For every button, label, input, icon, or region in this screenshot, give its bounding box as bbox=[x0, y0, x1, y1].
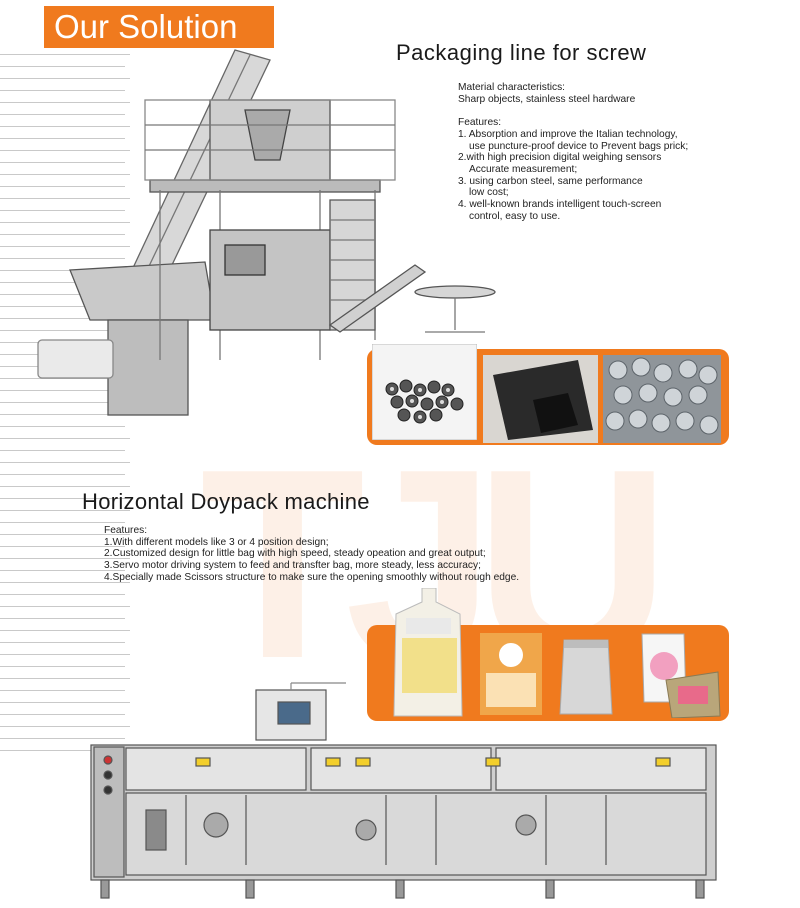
decorative-rule-line bbox=[0, 558, 130, 559]
material-text: Sharp objects, stainless steel hardware bbox=[458, 93, 636, 105]
section-banner: Our Solution bbox=[44, 6, 274, 48]
decorative-rule-line bbox=[0, 654, 130, 655]
feature-1-line-1: 1. Absorption and improve the Italian te… bbox=[458, 128, 678, 140]
decorative-rule-line bbox=[0, 534, 130, 535]
decorative-rule-line bbox=[0, 738, 125, 739]
decorative-rule-line bbox=[0, 66, 125, 67]
decorative-rule-line bbox=[0, 186, 125, 187]
decorative-rule-line bbox=[0, 90, 125, 91]
decorative-rule-line bbox=[0, 198, 130, 199]
bolts-pile-photo bbox=[603, 355, 721, 443]
decorative-rule-line bbox=[0, 54, 130, 55]
decorative-rule-line bbox=[0, 486, 130, 487]
screw-bag-photo bbox=[372, 344, 477, 440]
decorative-rule-line bbox=[0, 522, 125, 523]
decorative-rule-line bbox=[0, 666, 125, 667]
decorative-rule-line bbox=[0, 234, 125, 235]
decorative-rule-line bbox=[0, 138, 125, 139]
decorative-rule-line bbox=[0, 678, 130, 679]
decorative-rule-line bbox=[0, 150, 130, 151]
decorative-rule-line bbox=[0, 282, 125, 283]
feature-3-line-1: 3. using carbon steel, same performance bbox=[458, 175, 643, 187]
decorative-rule-line bbox=[0, 474, 125, 475]
decorative-rule-line bbox=[0, 462, 130, 463]
features-heading-2: Features: bbox=[104, 525, 148, 536]
screw-packaging-line-image bbox=[37, 49, 496, 416]
feature-2-line-2: Accurate measurement; bbox=[469, 163, 578, 175]
feature-3-line-2: low cost; bbox=[469, 187, 509, 199]
decorative-rule-line bbox=[0, 270, 130, 271]
doypack-feature-2: 2.Customized design for little bag with … bbox=[104, 548, 486, 560]
food-pouch-photo bbox=[641, 633, 721, 718]
decorative-rule-line bbox=[0, 618, 125, 619]
decorative-rule-line bbox=[0, 414, 130, 415]
decorative-rule-line bbox=[0, 594, 125, 595]
section-title-doypack: Horizontal Doypack machine bbox=[82, 489, 370, 514]
doypack-feature-3: 3.Servo motor driving system to feed and… bbox=[104, 560, 481, 572]
decorative-rule-line bbox=[0, 162, 125, 163]
decorative-rule-line bbox=[0, 174, 130, 175]
feature-1-line-2: use puncture-proof device to Prevent bag… bbox=[469, 140, 689, 152]
feature-4-line-1: 4. well-known brands intelligent touch-s… bbox=[458, 199, 662, 211]
decorative-rule-line bbox=[0, 318, 130, 319]
spout-pouch-photo bbox=[393, 588, 463, 717]
decorative-rule-line bbox=[0, 114, 125, 115]
decorative-rule-line bbox=[0, 402, 125, 403]
decorative-rule-line bbox=[0, 702, 130, 703]
decorative-rule-line bbox=[0, 546, 125, 547]
decorative-rule-line bbox=[0, 642, 125, 643]
decorative-rule-line bbox=[0, 222, 130, 223]
decorative-rule-line bbox=[0, 714, 125, 715]
section-title-screw-line: Packaging line for screw bbox=[396, 40, 647, 65]
doypack-machine-image bbox=[90, 682, 717, 899]
printed-bag-photo bbox=[480, 633, 542, 715]
decorative-rule-line bbox=[0, 246, 130, 247]
decorative-rule-line bbox=[0, 498, 125, 499]
steel-mesh-photo bbox=[483, 355, 598, 443]
decorative-rule-line bbox=[0, 450, 125, 451]
decorative-rule-line bbox=[0, 258, 125, 259]
decorative-rule-line bbox=[0, 726, 130, 727]
decorative-rule-line bbox=[0, 306, 125, 307]
material-heading: Material characteristics: bbox=[458, 82, 565, 93]
decorative-rule-line bbox=[0, 690, 125, 691]
decorative-rule-line bbox=[0, 510, 130, 511]
decorative-rule-line bbox=[0, 426, 125, 427]
decorative-rule-line bbox=[0, 570, 125, 571]
decorative-rule-line bbox=[0, 294, 130, 295]
doypack-feature-4: 4.Specially made Scissors structure to m… bbox=[104, 571, 520, 583]
features-heading: Features: bbox=[458, 117, 502, 129]
decorative-rule-line bbox=[0, 390, 130, 391]
decorative-rule-line bbox=[0, 438, 130, 439]
doypack-feature-1: 1.With different models like 3 or 4 posi… bbox=[104, 536, 329, 548]
decorative-rule-line bbox=[0, 126, 130, 127]
decorative-rule-line bbox=[0, 606, 130, 607]
decorative-rule-line bbox=[0, 750, 130, 751]
decorative-rule-line bbox=[0, 102, 130, 103]
decorative-rule-line bbox=[0, 630, 130, 631]
feature-4-line-2: control, easy to use. bbox=[469, 210, 561, 222]
decorative-rule-line bbox=[0, 210, 125, 211]
feature-2-line-1: 2.with high precision digital weighing s… bbox=[458, 152, 662, 164]
decorative-rule-line bbox=[0, 330, 125, 331]
decorative-rule-line bbox=[0, 582, 130, 583]
section2-text: Features: 1.With different models like 3… bbox=[104, 525, 519, 584]
silver-standup-pouch-photo bbox=[559, 639, 613, 715]
decorative-rule-line bbox=[0, 78, 130, 79]
section1-text: Material characteristics: Sharp objects,… bbox=[458, 82, 688, 222]
